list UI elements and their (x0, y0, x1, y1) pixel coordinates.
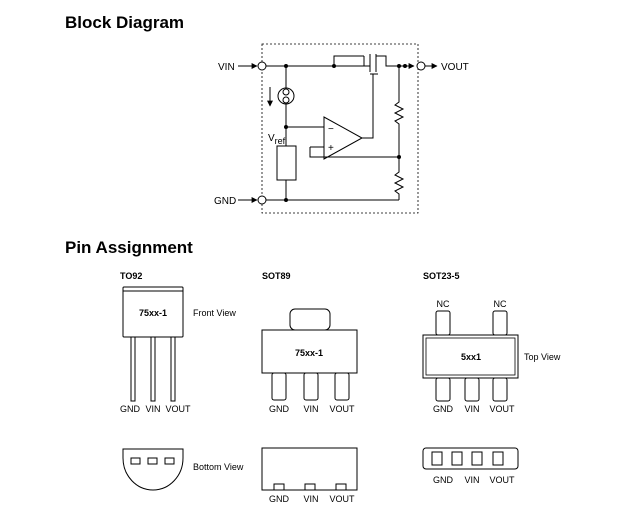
sot23-top-view-label: Top View (524, 352, 561, 362)
feedback-divider (393, 66, 405, 200)
to92-pin-gnd (130, 336, 136, 402)
junction-dot (284, 198, 288, 202)
sot23-pin-vin (464, 377, 480, 402)
sot23-body-inner (425, 337, 516, 376)
sot89-bottom-body (261, 447, 358, 491)
sot23-bottom-pin-label: VIN (464, 475, 479, 485)
opamp-inverting-input: − (328, 124, 334, 135)
junction-dot (403, 64, 407, 68)
to92-bottom-pin (164, 457, 175, 465)
sot23-pin-label: VIN (464, 404, 479, 414)
sot89-tab (289, 308, 331, 331)
sot23-bottom-pin (492, 451, 504, 466)
to92-name: TO92 (120, 271, 142, 281)
to92-bottom-pin (130, 457, 141, 465)
vref-label: Vref (268, 133, 286, 146)
error-amplifier: − + (286, 81, 399, 160)
sot23-bottom-pin (431, 451, 443, 466)
sot89-bottom-pin (273, 483, 285, 491)
to92-pin-label: VOUT (165, 404, 191, 414)
to92-package: TO92 75xx-1 Front View GND VIN VOUT Bott… (120, 271, 244, 491)
sot23-pin-nc (435, 310, 451, 336)
sot23-bottom-pin-label: VOUT (489, 475, 515, 485)
sot23-pin-label: GND (433, 404, 454, 414)
sot89-bottom-pin (335, 483, 347, 491)
sot23-pin-gnd (435, 377, 451, 402)
sot89-body (261, 329, 358, 374)
pin-assignment-title: Pin Assignment (65, 238, 193, 257)
current-source (277, 66, 295, 127)
sot23-bottom-pin-label: GND (433, 475, 454, 485)
to92-bottom-pin (147, 457, 158, 465)
sot23-nc-label: NC (437, 299, 450, 309)
sot89-pin-label: VIN (303, 404, 318, 414)
ic-boundary (261, 43, 419, 214)
sot23-bottom-pin (451, 451, 463, 466)
sot89-marking: 75xx-1 (295, 348, 323, 358)
sot89-bottom-pin-label: GND (269, 494, 290, 504)
sot23-marking: 5xx1 (461, 352, 481, 362)
sot23-bottom-pin (471, 451, 483, 466)
sot23-nc-label: NC (494, 299, 507, 309)
vref-block (276, 145, 297, 181)
sot89-pin-label: GND (269, 404, 290, 414)
sot23-pin-label: VOUT (489, 404, 515, 414)
vout-terminal (416, 61, 426, 71)
sot23-5-name: SOT23-5 (423, 271, 460, 281)
gnd-terminal (257, 195, 267, 205)
to92-pin-vout (170, 336, 176, 402)
sot89-pin-label: VOUT (329, 404, 355, 414)
sot23-body (422, 334, 519, 379)
sot89-name: SOT89 (262, 271, 291, 281)
sot89-bottom-pin-label: VOUT (329, 494, 355, 504)
sot89-package: SOT89 75xx-1 GND VIN VOUT GND VIN VOUT (261, 271, 358, 504)
vin-terminal (257, 61, 267, 71)
to92-pin-vin (150, 336, 156, 402)
sot89-pin-vin (303, 372, 319, 401)
opamp-noninverting-input: + (328, 143, 334, 154)
to92-bottom-view-label: Bottom View (193, 462, 244, 472)
sot89-bottom-pin-label: VIN (303, 494, 318, 504)
block-diagram-title: Block Diagram (65, 13, 184, 32)
sot89-pin-vout (334, 372, 350, 401)
sot23-5-package: SOT23-5 NC NC 5xx1 Top View GND VIN VOUT… (422, 271, 561, 485)
to92-marking: 75xx-1 (139, 308, 167, 318)
sot23-pin-nc (492, 310, 508, 336)
gnd-pin-label: GND (214, 196, 236, 207)
to92-pin-label: VIN (145, 404, 160, 414)
to92-bottom-outline (122, 448, 184, 491)
vout-pin-label: VOUT (441, 62, 469, 73)
block-diagram: VIN GND VOUT (214, 43, 469, 214)
sot89-bottom-pin (304, 483, 316, 491)
sot89-pin-gnd (271, 372, 287, 401)
pass-transistor (333, 54, 399, 81)
to92-pin-label: GND (120, 404, 141, 414)
to92-front-view-label: Front View (193, 308, 236, 318)
sot23-pin-vout (492, 377, 508, 402)
vin-pin-label: VIN (218, 62, 235, 73)
